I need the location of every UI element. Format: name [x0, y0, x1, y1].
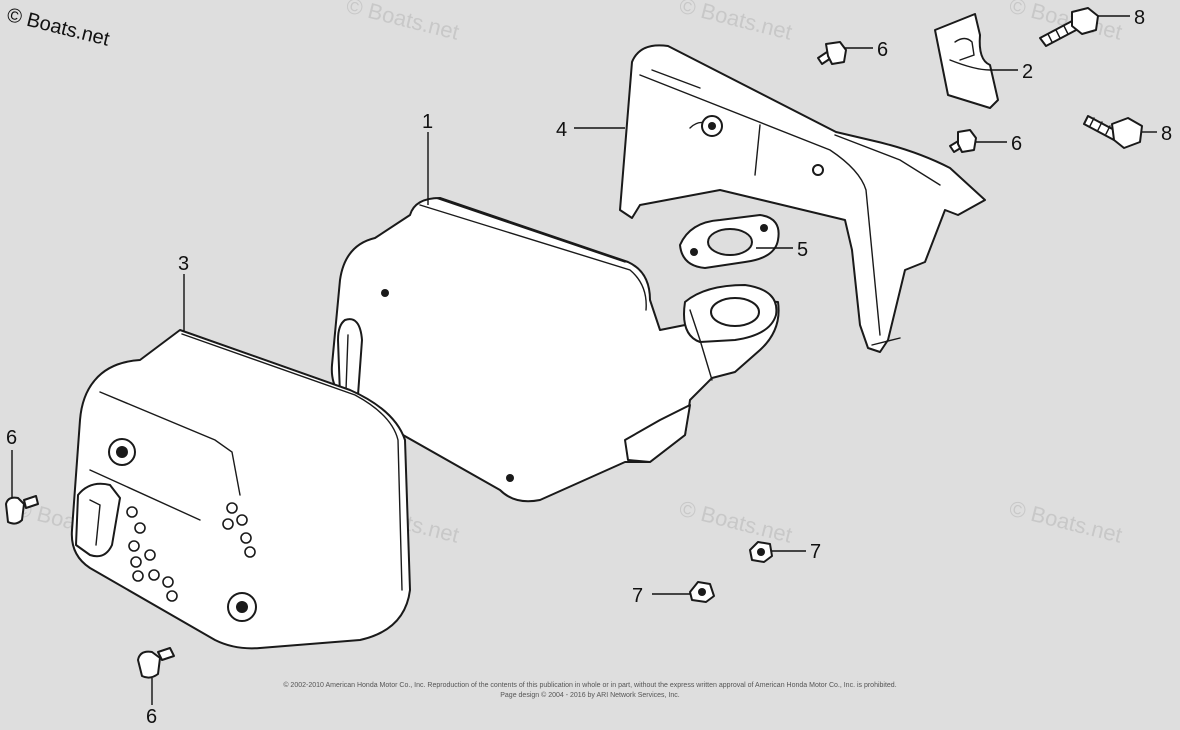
callout-2: 2	[1022, 61, 1033, 83]
muffler	[330, 197, 780, 503]
watermark-tile: © Boats.net	[1007, 0, 1125, 45]
callout-3: 3	[178, 253, 189, 275]
screw-6-bottom	[137, 647, 175, 679]
bolt-8-lower	[1083, 115, 1143, 149]
bolt-8-upper	[1039, 7, 1099, 47]
callout-6-middle: 6	[1011, 133, 1022, 155]
callout-1: 1	[422, 111, 433, 133]
muffler-protector	[619, 44, 986, 353]
muffler-cover	[70, 329, 411, 650]
stay-bracket	[934, 13, 999, 109]
callout-5: 5	[797, 239, 808, 261]
nut-7-upper	[749, 541, 773, 563]
callout-7-upper: 7	[810, 541, 821, 563]
copyright-line-2: Page design © 2004 - 2016 by ARI Network…	[500, 692, 680, 699]
screw-6-middle	[949, 129, 977, 153]
watermark-tile: © Boats.net	[677, 0, 795, 45]
screw-6-top	[817, 41, 847, 65]
callout-4: 4	[556, 119, 567, 141]
watermark-tile: © Boats.net	[1007, 496, 1125, 548]
nut-7-lower	[689, 581, 715, 603]
callout-8-upper: 8	[1134, 7, 1145, 29]
callout-8-lower: 8	[1161, 123, 1172, 145]
callout-6-top: 6	[877, 39, 888, 61]
callout-6-bottom: 6	[146, 706, 157, 728]
screw-6-left	[5, 495, 39, 525]
watermark-tile: © Boats.net	[344, 0, 462, 45]
watermark-tile: © Boats.net	[677, 496, 795, 548]
callout-labels: 1 2 3 4 5 6 6 6 6 7 7 8 8	[6, 7, 1172, 728]
copyright-line-1: © 2002-2010 American Honda Motor Co., In…	[283, 682, 897, 689]
callout-7-lower: 7	[632, 585, 643, 607]
leader-lines	[11, 15, 1157, 705]
gasket	[679, 214, 780, 269]
vent-holes	[126, 502, 256, 602]
callout-6-left: 6	[6, 427, 17, 449]
